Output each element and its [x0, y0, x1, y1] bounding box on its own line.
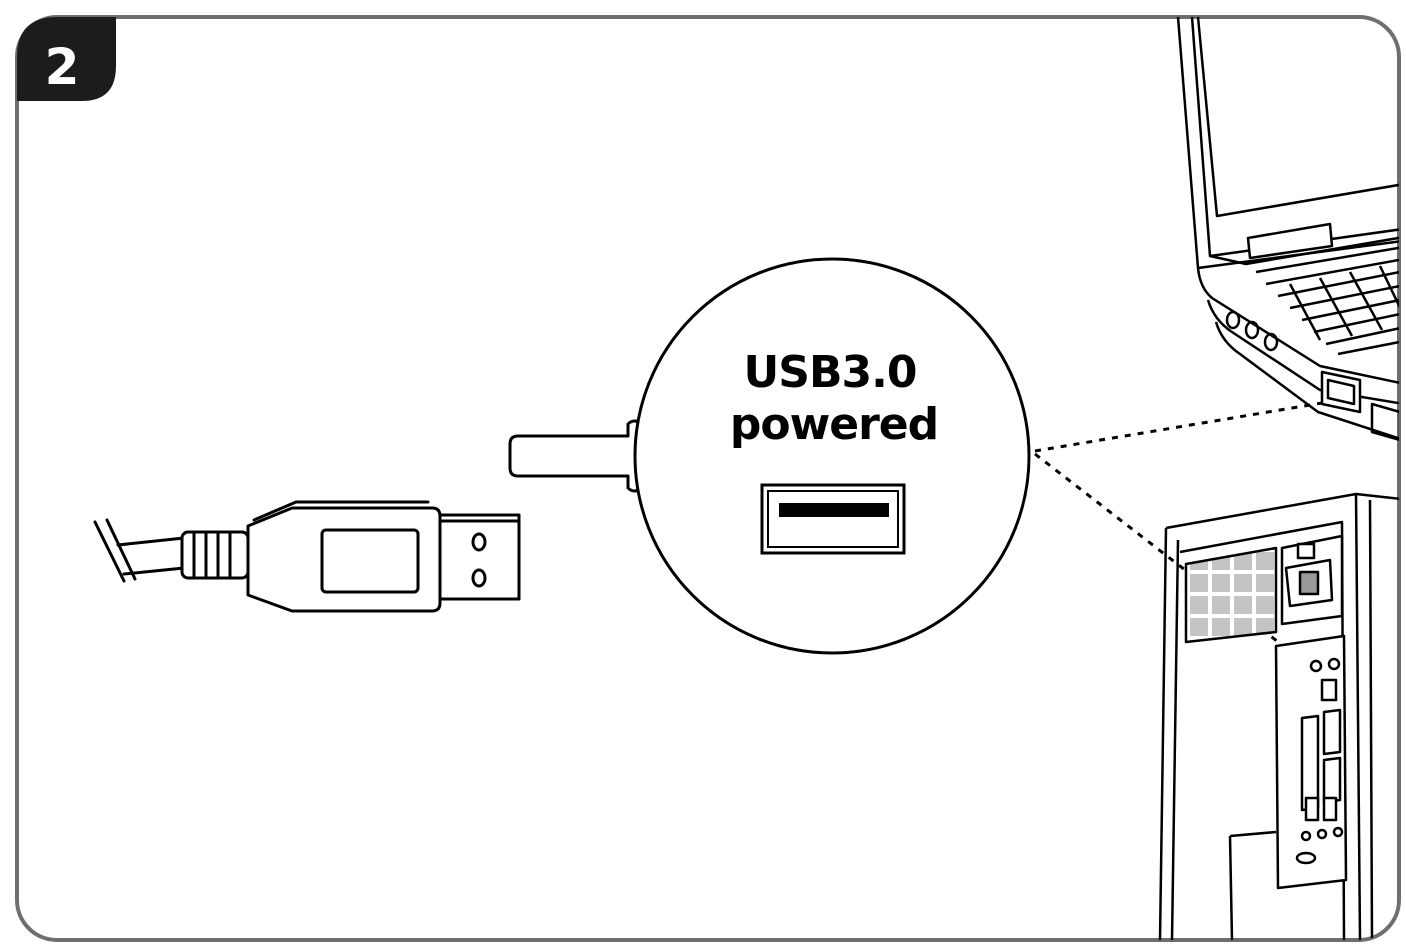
desktop-tower-icon — [1158, 492, 1399, 940]
usb-port-callout: USB3.0 powered — [633, 257, 1031, 655]
step-badge: 2 — [17, 17, 116, 101]
port-label-usb: USB3.0 — [744, 347, 917, 398]
usb-port-icon — [760, 483, 906, 555]
usb-cable-plug-icon — [93, 500, 521, 613]
arrow-right-icon — [508, 419, 676, 493]
laptop-icon — [1176, 17, 1399, 444]
step-number: 2 — [45, 38, 80, 96]
callout-pointer-lines — [1034, 400, 1331, 684]
port-label-powered: powered — [730, 399, 938, 450]
